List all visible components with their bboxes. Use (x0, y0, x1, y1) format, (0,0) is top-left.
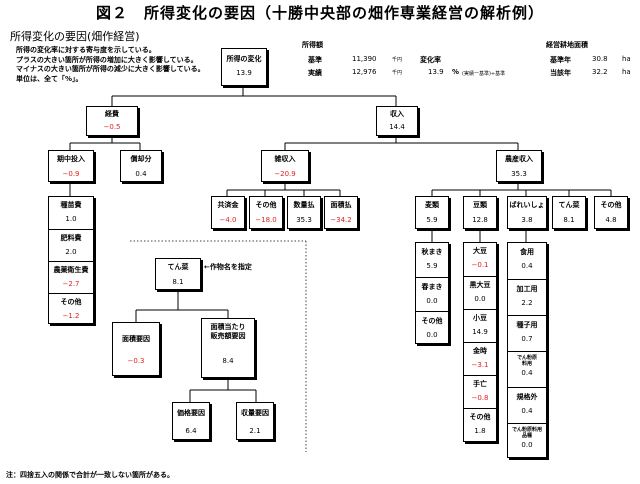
list-item: 種子用 0.7 (508, 315, 546, 351)
node-beans: 豆類 12.8 (463, 196, 497, 229)
node-sugar-beet: てん菜 8.1 (552, 196, 586, 229)
node-gross-revenue: 雑収入 −20.9 (261, 150, 309, 182)
description: 所得の変化率に対する寄与度を示している。 プラスの大きい箇所が所得の増加に大きく… (16, 46, 205, 83)
node-revenue: 収入 14.4 (376, 106, 418, 136)
area-base-unit: ha (622, 55, 631, 63)
rate-formula: (実績ー基準)÷基準 (462, 71, 506, 77)
list-item: 種苗費 1.0 (60, 201, 82, 223)
rate-unit: % (452, 68, 460, 76)
list-item: その他 0.0 (416, 311, 448, 344)
income-actual-label: 実績 (308, 69, 322, 77)
example-area-factor: 面積要因 −0.3 (112, 322, 160, 376)
node-wheat: 麦類 5.9 (415, 196, 449, 229)
income-base-unit: 千円 (392, 57, 403, 63)
period-input-items: 種苗費 1.0 肥料費 2.0 農薬衛生費 −2.7 その他 −1.2 (48, 196, 94, 324)
node-quantity-payment: 数量払 35.3 (287, 196, 321, 229)
list-item: 大豆 −0.1 (471, 247, 489, 269)
list-item: 規格外 0.4 (508, 387, 546, 423)
node-other-crops: その他 4.8 (594, 196, 628, 229)
area-base-label: 基準年 (550, 56, 571, 64)
bean-items: 大豆 −0.1 黒大豆 0.0 小豆 14.9 金時 −3.1 手亡 −0.8 … (463, 242, 497, 442)
income-header: 所得額 (302, 41, 323, 49)
list-item: 農薬衛生費 −2.7 (49, 261, 93, 293)
list-item: 秋まき 5.9 (421, 248, 443, 270)
node-depreciation: 償却分 0.4 (120, 150, 162, 182)
diagram-subtitle: 所得変化の要因(畑作経営) (10, 30, 140, 43)
wheat-items: 秋まき 5.9 春まき 0.0 その他 0.0 (415, 242, 449, 344)
list-item: 金時 −3.1 (464, 342, 496, 375)
income-actual-value: 12,976 (352, 68, 377, 76)
area-current-label: 当該年 (550, 69, 571, 77)
list-item: 春まき 0.0 (416, 277, 448, 311)
node-other-revenue: その他 −18.0 (249, 196, 283, 229)
node-mutual-aid: 共済金 −4.0 (211, 196, 245, 229)
crop-name-note: ←作物名を指定 (204, 263, 252, 271)
node-potato: ばれいしょ 3.8 (507, 196, 547, 229)
potato-items: 食用 0.4 加工用 2.2 種子用 0.7 でん粉原料用 0.4 規格外 0.… (507, 242, 547, 458)
example-yield-factor: 収量要因 2.1 (236, 402, 274, 440)
area-current-value: 32.2 (592, 68, 608, 76)
node-period-input: 期中投入 −0.9 (48, 150, 94, 182)
rate-value: 13.9 (428, 68, 444, 76)
footnote: 注：四捨五入の関係で合計が一致しない箇所がある。 (6, 471, 174, 479)
list-item: その他 −1.2 (49, 293, 93, 324)
list-item: 肥料費 2.0 (49, 229, 93, 261)
list-item: 加工用 2.2 (508, 279, 546, 315)
list-item: 黒大豆 0.0 (464, 276, 496, 309)
example-price-factor: 価格要因 6.4 (172, 402, 210, 440)
example-sugar-beet: てん菜 8.1 (155, 258, 201, 290)
area-base-value: 30.8 (592, 55, 608, 63)
income-actual-unit: 千円 (392, 70, 403, 76)
list-item: 食用 0.4 (520, 248, 534, 270)
income-base-value: 11,390 (352, 55, 377, 63)
list-item: その他 1.8 (464, 408, 496, 441)
figure-title: 図２ 所得変化の要因（十勝中央部の畑作専業経営の解析例） (95, 4, 544, 22)
node-total-income-change: 所得の変化 13.9 (221, 48, 267, 86)
list-item: でん粉原料用 0.4 (508, 351, 546, 387)
list-item: 手亡 −0.8 (464, 375, 496, 408)
rate-label: 変化率 (420, 56, 441, 64)
area-header: 経営耕地面積 (546, 41, 588, 49)
node-farm-revenue: 農産収入 35.3 (496, 150, 542, 182)
list-item: でん粉原料用品種 0.0 (508, 423, 546, 458)
area-current-unit: ha (622, 68, 631, 76)
example-unit-sales-factor: 面積当たり 販売額要因 8.4 (201, 318, 255, 378)
income-base-label: 基準 (308, 56, 322, 64)
node-cost: 経費 −0.5 (86, 106, 138, 136)
node-area-payment: 面積払 −34.2 (324, 196, 358, 229)
list-item: 小豆 14.9 (464, 309, 496, 342)
